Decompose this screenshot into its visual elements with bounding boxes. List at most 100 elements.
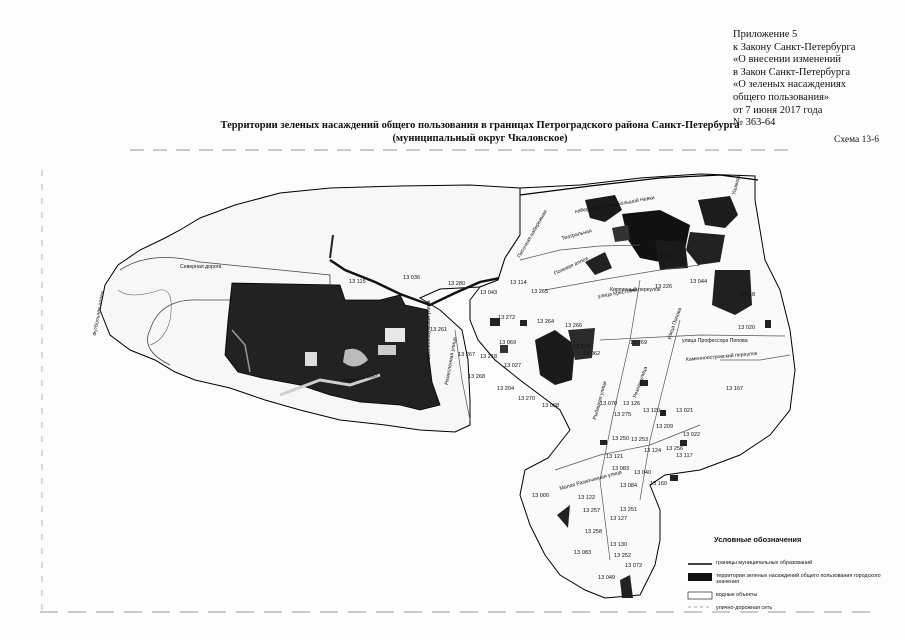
area-label: 13 062 — [583, 351, 600, 357]
street-label: Северная дорога — [180, 264, 222, 270]
area-label: 13 204 — [497, 386, 514, 392]
area-label: 13 044 — [690, 279, 707, 285]
area-label: 13 256 — [666, 446, 683, 452]
appendix-block: Приложение 5 к Закону Санкт-Петербурга «… — [733, 29, 898, 130]
channel-branch — [329, 234, 334, 259]
street-line — [544, 264, 701, 291]
area-label: 13 000 — [532, 493, 549, 499]
area-label: 13 163 — [660, 254, 677, 260]
legend-item: территории зеленых насаждений общего пол… — [716, 573, 881, 586]
street-label: улица Профессора Попова — [682, 338, 748, 344]
street-label: Ораниенбаумская улица — [426, 300, 432, 360]
area-label: 13 120 — [643, 408, 660, 414]
park-building — [385, 328, 405, 342]
area-label: 13 270 — [518, 396, 535, 402]
green-zone-block — [520, 320, 527, 326]
area-label: 13 046 — [666, 228, 683, 234]
map-title-line1: Территории зеленых насаждений общего пол… — [220, 120, 740, 131]
green-zone-block — [600, 440, 607, 445]
area-label: 13 280 — [448, 281, 465, 287]
street-line — [720, 354, 791, 361]
green-zone-block — [490, 318, 500, 326]
football-alley — [117, 289, 172, 346]
appendix-line: от 7 июня 2017 года — [733, 104, 823, 116]
street-line — [599, 279, 641, 561]
area-label: 13 020 — [738, 325, 755, 331]
legend-water-swatch — [687, 591, 713, 600]
area-label: 13 267 — [458, 352, 475, 358]
park-clearing — [378, 345, 396, 355]
area-label: 13 068 — [542, 403, 559, 409]
street-line — [599, 334, 786, 341]
street-line — [639, 319, 681, 501]
street-label: Кирпичный переулок — [610, 286, 661, 293]
area-label: 13 049 — [598, 575, 615, 581]
green-zone-block — [585, 252, 612, 275]
area-label: 13 226 — [655, 284, 672, 290]
area-label: 13 209 — [656, 424, 673, 430]
green-zone-block — [557, 505, 570, 528]
area-label: 13 160 — [650, 481, 667, 487]
green-zone-block — [612, 225, 630, 242]
street-line — [554, 424, 701, 471]
central-park-green-zone — [224, 282, 441, 411]
area-label: 13 121 — [606, 454, 623, 460]
green-zone-block — [712, 270, 752, 315]
area-label: 13 084 — [620, 483, 637, 489]
area-label: 13 167 — [726, 386, 743, 392]
area-label: 13 224 — [573, 344, 590, 350]
area-label: 13 124 — [644, 448, 661, 454]
area-label: 13 069 — [499, 340, 516, 346]
map-title: Территории зеленых насаждений общего пол… — [200, 120, 760, 145]
area-label: 13 266 — [565, 323, 582, 329]
green-zone-block — [568, 328, 595, 360]
area-label: 13 268 — [468, 374, 485, 380]
legend-item: границы муниципальных образований — [716, 560, 813, 566]
area-label: 13 250 — [612, 436, 629, 442]
krestovka-channel — [329, 259, 521, 307]
green-zone-block — [660, 410, 666, 416]
green-zone-block — [640, 380, 648, 386]
area-label: 13 072 — [625, 563, 642, 569]
green-zone-block — [632, 340, 640, 346]
green-zone-block — [655, 240, 688, 270]
appendix-line: № 363-64 — [733, 117, 776, 129]
appendix-line: в Закон Санкт-Петербурга — [733, 66, 851, 78]
area-label: 13 040 — [634, 470, 651, 476]
area-label: 13 275 — [614, 412, 631, 418]
area-label: 13 021 — [676, 408, 693, 414]
park-path — [231, 329, 251, 373]
green-zone-block — [765, 320, 771, 328]
green-zone-block — [670, 475, 678, 481]
green-zone-block — [686, 232, 725, 265]
street-line — [454, 329, 471, 421]
area-label: 13 258 — [585, 529, 602, 535]
area-label: 13 127 — [610, 516, 627, 522]
area-label: 13 083 — [574, 550, 591, 556]
area-label: 13 117 — [676, 453, 693, 459]
area-label: 13 218 — [480, 354, 497, 360]
area-label: 13 122 — [578, 495, 595, 501]
area-label: 13 272 — [498, 315, 515, 321]
area-label: 13 251 — [620, 507, 637, 513]
park-pond — [343, 348, 368, 367]
scheme-label: Схема 13-6 — [834, 135, 880, 145]
area-label: 13 126 — [623, 401, 640, 407]
area-label: 13 264 — [537, 319, 554, 325]
legend-item: водные объекты — [716, 592, 758, 598]
area-label: 13 130 — [610, 542, 627, 548]
area-label: 13 070 — [600, 401, 617, 407]
area-label: 13 257 — [583, 508, 600, 514]
area-label: 13 083 — [612, 466, 629, 472]
street-label: Ушакова — [731, 174, 742, 196]
map-title-line2: (муниципальный округ Чкаловское) — [392, 132, 568, 144]
area-label: 13 018 — [738, 292, 755, 298]
appendix-line: общего пользования» — [733, 91, 830, 103]
area-label: 13 027 — [504, 363, 521, 369]
area-label: 13 265 — [531, 289, 548, 295]
legend-green-swatch — [688, 573, 712, 581]
area-label: 13 252 — [614, 553, 631, 559]
